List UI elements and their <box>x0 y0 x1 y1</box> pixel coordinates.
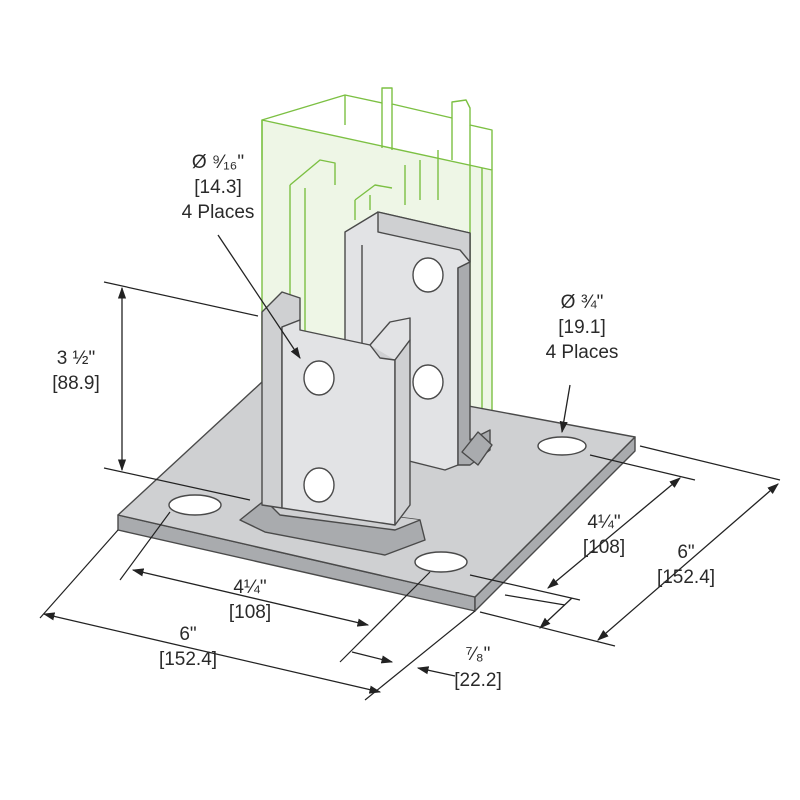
right-plate-width-label: 6" [152.4] <box>657 542 715 588</box>
right-edge-offset-dimension <box>504 594 573 629</box>
small-hole-leader <box>217 234 301 359</box>
plate-hole-back-right <box>537 436 587 456</box>
large-hole-leader <box>559 384 571 434</box>
right-hole-spacing-imperial: 4¼" <box>587 512 620 533</box>
right-plate-width-imperial: 6" <box>677 542 694 563</box>
front-hole-spacing-label: 4¼" [108] <box>229 577 271 623</box>
height-imperial: 3 ½" <box>57 348 95 369</box>
right-hole-spacing-metric: [108] <box>583 537 625 558</box>
height-dimension <box>103 281 259 501</box>
edge-offset-imperial: ⁷⁄₈" <box>466 644 491 665</box>
edge-offset-metric: [22.2] <box>454 670 502 691</box>
right-plate-width-metric: [152.4] <box>657 567 715 588</box>
small-hole-callout: Ø ⁹⁄₁₆" [14.3] 4 Places <box>182 152 255 223</box>
small-hole-quantity: 4 Places <box>182 202 255 223</box>
height-metric: [88.9] <box>52 373 100 394</box>
right-hole-spacing-label: 4¼" [108] <box>583 512 625 558</box>
edge-offset-label: ⁷⁄₈" [22.2] <box>454 644 502 691</box>
plate-hole-front-right <box>414 551 468 573</box>
bracket-hole-front-upper <box>303 360 335 396</box>
front-plate-width-metric: [152.4] <box>159 649 217 670</box>
bracket-hole-front-lower <box>303 467 335 503</box>
large-hole-quantity: 4 Places <box>546 342 619 363</box>
small-hole-metric: [14.3] <box>194 177 242 198</box>
height-label: 3 ½" [88.9] <box>52 348 100 394</box>
bracket-hole-back-lower <box>412 364 444 400</box>
large-hole-callout: Ø ¾" [19.1] 4 Places <box>546 292 619 363</box>
large-hole-diameter: Ø ¾" <box>561 292 604 313</box>
front-bracket <box>239 291 426 556</box>
right-plate-width-dimension <box>479 445 781 647</box>
front-plate-width-dimension <box>39 529 476 701</box>
small-hole-diameter: Ø ⁹⁄₁₆" <box>192 152 244 173</box>
bracket-hole-back-upper <box>412 257 444 293</box>
front-hole-spacing-imperial: 4¼" <box>233 577 266 598</box>
plate-hole-front-left <box>168 494 222 516</box>
front-hole-spacing-metric: [108] <box>229 602 271 623</box>
front-plate-width-label: 6" [152.4] <box>159 624 217 670</box>
edge-offset-dimension <box>351 651 456 677</box>
large-hole-metric: [19.1] <box>558 317 606 338</box>
front-plate-width-imperial: 6" <box>179 624 196 645</box>
